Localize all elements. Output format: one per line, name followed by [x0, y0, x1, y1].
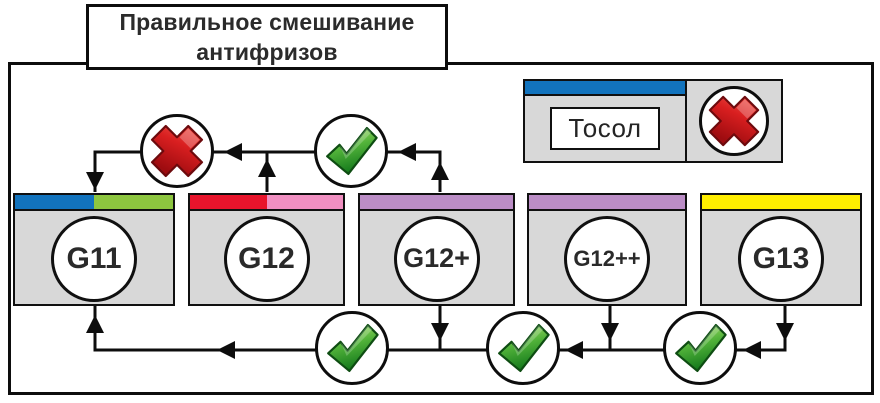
tosol-color-bar — [525, 81, 685, 96]
color-bar-pink — [266, 195, 343, 209]
g12-label-circle: G12 — [223, 215, 310, 302]
check-icon — [498, 323, 550, 373]
antifreeze-card-g12plusplus: G12++ — [527, 193, 687, 306]
antifreeze-card-g12: G12 — [188, 193, 345, 306]
color-bar-blue — [15, 195, 94, 209]
tosol-card: Тосол — [523, 79, 783, 163]
antifreeze-card-g11: G11 — [13, 193, 175, 306]
title-line-1: Правильное смешивание — [119, 8, 415, 35]
color-bar-yellow — [702, 195, 860, 209]
g12-label: G12 — [238, 241, 295, 275]
bottom-check-badge-2 — [486, 311, 560, 385]
check-icon — [327, 323, 379, 373]
antifreeze-card-g13: G13 — [700, 193, 862, 306]
tosol-verdict-box — [687, 79, 783, 163]
g13-label-circle: G13 — [738, 215, 824, 302]
g13-label: G13 — [752, 241, 810, 275]
color-bar-green — [94, 195, 173, 209]
g11-label: G11 — [66, 241, 122, 275]
color-bar-purple — [360, 195, 513, 209]
antifreeze-card-g12plus: G12+ — [358, 193, 515, 306]
g12plusplus-label: G12++ — [573, 245, 641, 271]
g11-label-circle: G11 — [51, 215, 137, 302]
top-check-badge — [314, 114, 388, 188]
top-cross-badge — [140, 114, 214, 188]
g12plus-label-circle: G12+ — [393, 215, 480, 302]
tosol-cross-badge — [699, 86, 769, 156]
color-bar-red — [190, 195, 267, 209]
cross-icon — [150, 124, 204, 178]
bottom-check-badge-3 — [663, 311, 737, 385]
diagram-title: Правильное смешивание антифризов — [86, 4, 448, 70]
tosol-box: Тосол — [523, 79, 687, 163]
g12plusplus-label-circle: G12++ — [564, 215, 650, 302]
check-icon — [675, 323, 727, 373]
g12plus-label: G12+ — [403, 243, 470, 273]
cross-icon — [708, 95, 760, 147]
check-icon — [326, 126, 378, 176]
bottom-check-badge-1 — [315, 311, 389, 385]
color-bar-purple — [529, 195, 685, 209]
title-line-2: антифризов — [196, 39, 338, 65]
tosol-label: Тосол — [550, 107, 660, 150]
